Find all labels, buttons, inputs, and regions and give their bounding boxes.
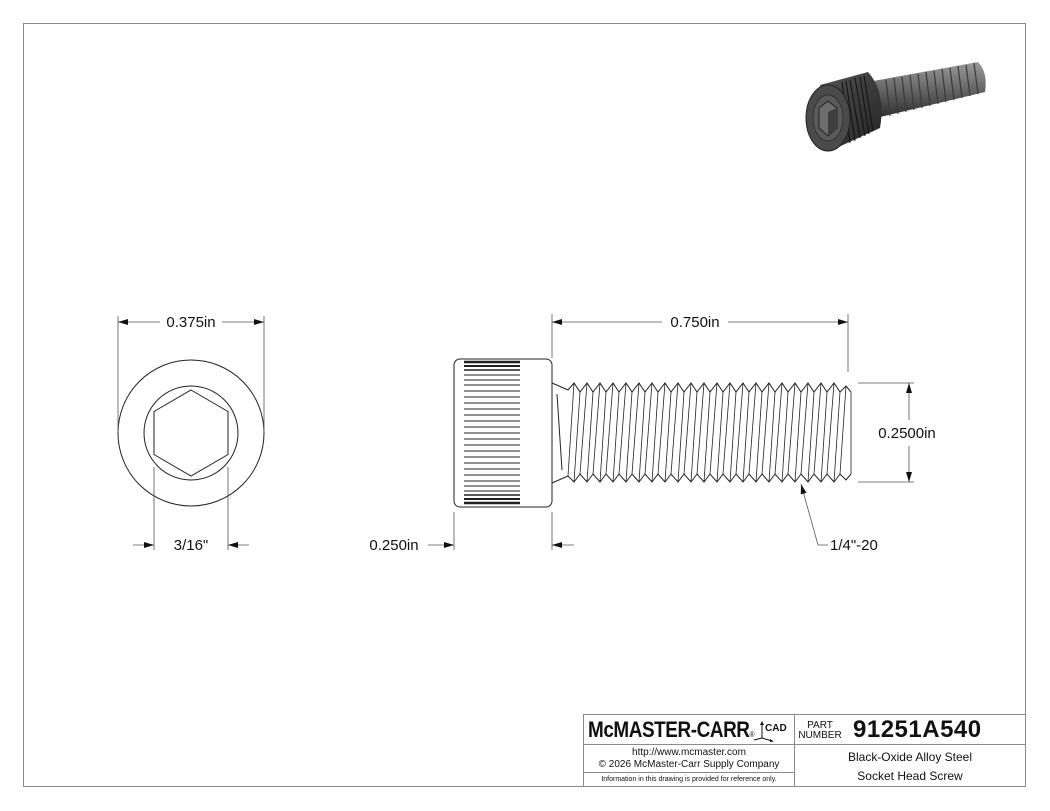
drawing-sheet-border <box>23 23 1026 787</box>
brand-logo: McMASTER-CARR® CAD <box>584 715 794 745</box>
website-url: http://www.mcmaster.com <box>632 747 746 758</box>
cad-axes-icon: CAD <box>753 721 787 742</box>
brand-name: McMASTER-CARR® <box>588 716 755 742</box>
copyright-text: © 2026 McMaster-Carr Supply Company <box>598 759 780 770</box>
knurl-lines <box>464 360 520 505</box>
part-description: Black-Oxide Alloy Steel Socket Head Scre… <box>847 750 973 783</box>
side-view <box>428 314 914 550</box>
disclaimer-text: Information in this drawing is provided … <box>601 776 777 783</box>
thread-callout: 1/4"-20 <box>830 537 878 554</box>
end-view <box>117 316 265 550</box>
hex-socket-dimension: 3/16" <box>174 537 209 554</box>
thread-diameter-dimension: 0.2500in <box>878 425 936 442</box>
thread-top-profile <box>567 382 852 393</box>
company-info: http://www.mcmaster.com © 2026 McMaster-… <box>584 745 794 773</box>
title-block-right: PART NUMBER 91251A540 Black-Oxide Alloy … <box>795 715 1025 786</box>
part-number-value: 91251A540 <box>853 715 982 743</box>
isometric-view <box>805 62 986 152</box>
length-dimension: 0.750in <box>670 314 719 331</box>
part-number-row: PART NUMBER 91251A540 <box>795 715 1025 745</box>
head-height-dimension: 0.250in <box>369 537 418 554</box>
svg-text:CAD: CAD <box>765 723 787 734</box>
part-number-label: PART NUMBER <box>798 719 842 741</box>
title-block: McMASTER-CARR® CAD http://www.mcmaster.c… <box>583 714 1026 787</box>
head-diameter-dimension: 0.375in <box>166 314 215 331</box>
title-block-left: McMASTER-CARR® CAD http://www.mcmaster.c… <box>584 715 795 786</box>
